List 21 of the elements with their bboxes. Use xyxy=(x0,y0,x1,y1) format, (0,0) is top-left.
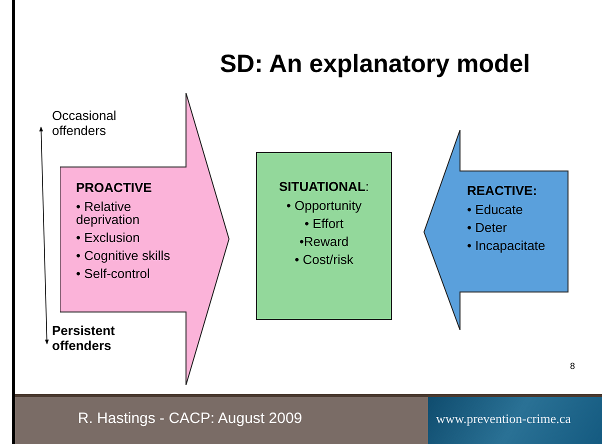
bold-label: Persistent offenders xyxy=(52,324,147,354)
list-item: •Reward xyxy=(298,235,350,248)
footer-text: R. Hastings - CACP: August 2009 xyxy=(76,410,304,427)
heading: PROACTIVE xyxy=(76,181,153,194)
list-item: • Exclusion xyxy=(76,231,141,244)
list-item: • Effort xyxy=(304,217,344,230)
slide-title: SD: An explanatory model xyxy=(218,50,532,79)
list-item: • Cost/risk xyxy=(294,253,354,266)
web-address: www.prevention-crime.ca xyxy=(436,411,571,427)
list-item: • Educate xyxy=(467,203,524,216)
list-item: • Incapacitate xyxy=(467,239,546,252)
list-item: • Deter xyxy=(467,221,508,234)
page-number: 8 xyxy=(570,361,576,371)
heading: SITUATIONAL: xyxy=(278,180,370,193)
double-arrow xyxy=(39,126,49,344)
scale-label: Occasional offenders xyxy=(52,109,147,139)
list-item: • Self-control xyxy=(76,267,151,280)
heading: REACTIVE: xyxy=(467,184,538,197)
list-item: • Cognitive skills xyxy=(76,249,172,262)
list-item: • Opportunity xyxy=(285,199,363,212)
list-item: • Relative deprivation xyxy=(76,200,141,226)
